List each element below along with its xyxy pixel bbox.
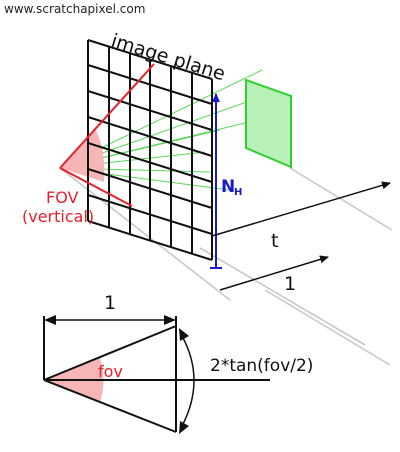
- fov-label-line2: (vertical): [22, 207, 94, 226]
- fov-wedge: [60, 128, 105, 182]
- distance-arrow: [211, 181, 391, 237]
- upper-ray: [43, 325, 177, 381]
- lower-ray: [43, 379, 177, 433]
- unit-label-bottom: 1: [104, 292, 116, 314]
- far-plane: [245, 78, 292, 169]
- height-arc: [181, 335, 195, 427]
- fov-label-line1: FOV: [46, 188, 79, 207]
- normal-label: N: [221, 177, 235, 197]
- distance-label: t: [271, 230, 278, 252]
- normal-subscript: H: [234, 187, 242, 198]
- unit-label-top: 1: [284, 273, 296, 295]
- fov-lines: [59, 63, 155, 207]
- fov-label-bottom: fov: [98, 362, 123, 381]
- image-plane-grid: [87, 39, 213, 261]
- formula-label: 2*tan(fov/2): [210, 356, 313, 376]
- watermark: www.scratchapixel.com: [4, 2, 145, 16]
- unit-arrowhead-right: [164, 315, 176, 325]
- unit-arrow: [219, 255, 329, 291]
- height-arrowhead-bottom: [179, 421, 189, 434]
- perspective-figure: image plane FOV (vertical) N H t 1: [22, 30, 393, 366]
- fov-cross-section: 1 fov 2*tan(fov/2): [43, 292, 313, 434]
- unit-arrowhead-left: [44, 315, 56, 325]
- height-arrowhead-top: [179, 328, 189, 341]
